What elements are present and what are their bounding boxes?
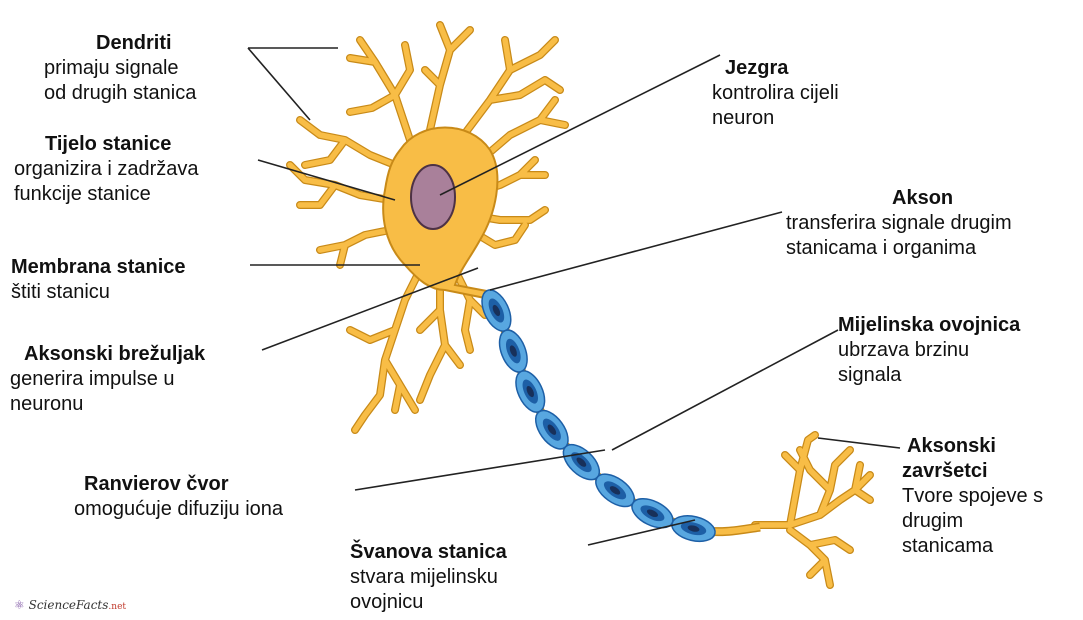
label-dendriti-title: Dendriti	[96, 31, 196, 56]
label-brezuljak-title: Aksonski brežuljak	[24, 342, 205, 367]
label-svanova-desc2: ovojnicu	[350, 590, 507, 615]
label-jezgra-desc2: neuron	[712, 106, 839, 131]
label-mijelinska: Mijelinska ovojnica ubrzava brzinu signa…	[838, 313, 1020, 388]
label-jezgra: Jezgra kontrolira cijeli neuron	[720, 56, 839, 131]
pointer-zavrsetci	[818, 438, 900, 448]
label-brezuljak-desc2: neuronu	[10, 392, 205, 417]
label-ranvier-desc1: omogućuje difuziju iona	[74, 497, 283, 522]
label-tijelo: Tijelo stanice organizira i zadržava fun…	[45, 132, 199, 207]
label-dendriti: Dendriti primaju signale od drugih stani…	[96, 31, 196, 106]
label-membrana: Membrana stanice štiti stanicu	[11, 255, 186, 305]
label-membrana-desc1: štiti stanicu	[11, 280, 186, 305]
label-svanova: Švanova stanica stvara mijelinsku ovojni…	[350, 540, 507, 615]
label-tijelo-title: Tijelo stanice	[45, 132, 199, 157]
pointer-mijelinska	[612, 330, 838, 450]
label-akson-desc1: transferira signale drugim	[786, 211, 1012, 236]
label-dendriti-desc2: od drugih stanica	[44, 81, 196, 106]
label-brezuljak: Aksonski brežuljak generira impulse u ne…	[24, 342, 205, 417]
logo-name: ScienceFacts	[29, 598, 109, 612]
label-zavrsetci-title2: završetci	[902, 459, 1043, 484]
label-membrana-title: Membrana stanice	[11, 255, 186, 280]
nucleus	[411, 165, 455, 229]
label-zavrsetci: Aksonski završetci Tvore spojeve s drugi…	[902, 434, 1043, 559]
label-dendriti-desc1: primaju signale	[44, 56, 196, 81]
label-zavrsetci-desc3: stanicama	[902, 534, 1043, 559]
label-jezgra-title: Jezgra	[725, 56, 839, 81]
label-ranvier-title: Ranvierov čvor	[84, 472, 283, 497]
label-tijelo-desc1: organizira i zadržava	[14, 157, 199, 182]
pointer-ranvier	[355, 450, 605, 490]
label-akson-title: Akson	[892, 186, 1012, 211]
pointer-akson	[490, 212, 782, 290]
label-svanova-desc1: stvara mijelinsku	[350, 565, 507, 590]
label-svanova-title: Švanova stanica	[350, 540, 507, 565]
schwann-cell	[510, 367, 550, 417]
pointer-dendriti	[248, 48, 338, 120]
label-zavrsetci-desc1: Tvore spojeve s	[902, 484, 1043, 509]
atom-icon: ⚛	[14, 598, 25, 612]
label-mijelinska-desc1: ubrzava brzinu	[838, 338, 1020, 363]
label-akson-desc2: stanicama i organima	[786, 236, 1012, 261]
myelin-sheath	[476, 285, 718, 545]
schwann-cell	[669, 512, 717, 546]
label-tijelo-desc2: funkcije stanice	[14, 182, 199, 207]
label-mijelinska-title: Mijelinska ovojnica	[838, 313, 1020, 338]
label-jezgra-desc1: kontrolira cijeli	[712, 81, 839, 106]
logo: ⚛ ScienceFacts.net	[14, 598, 126, 612]
pointer-jezgra	[440, 55, 720, 195]
label-mijelinska-desc2: signala	[838, 363, 1020, 388]
label-akson: Akson transferira signale drugim stanica…	[786, 186, 1012, 261]
label-brezuljak-desc1: generira impulse u	[10, 367, 205, 392]
label-zavrsetci-title1: Aksonski	[907, 434, 1043, 459]
logo-suffix: .net	[108, 602, 126, 612]
schwann-cell	[494, 326, 532, 376]
label-ranvier: Ranvierov čvor omogućuje difuziju iona	[84, 472, 283, 522]
label-zavrsetci-desc2: drugim	[902, 509, 1043, 534]
